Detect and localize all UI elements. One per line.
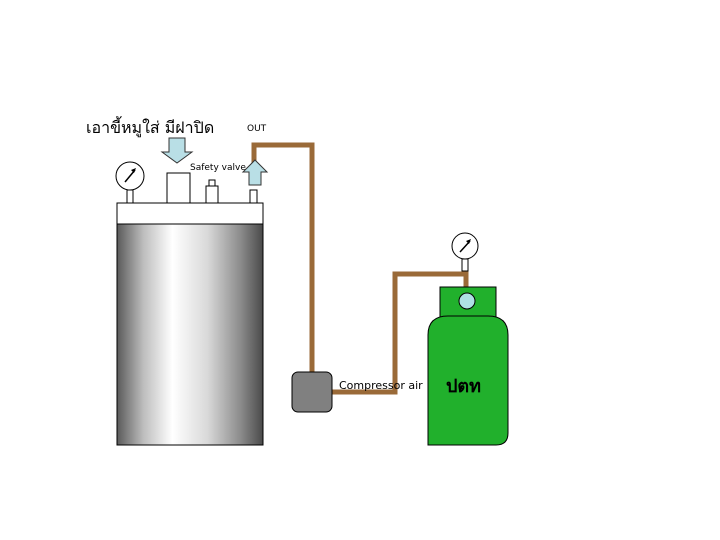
safety-valve-label: Safety valve: [190, 163, 246, 173]
tank-label: ปตท: [446, 376, 481, 397]
feed-inlet: [166, 172, 191, 204]
digester-lid: [116, 202, 264, 225]
pressure-gauge-icon: [451, 232, 479, 272]
air-pipe: [330, 271, 469, 395]
cylinder-body: [427, 315, 509, 446]
compressor: [291, 371, 333, 413]
arrow-down-icon: [160, 137, 194, 164]
digester-tank: [115, 161, 264, 446]
gas-outlet: [249, 189, 258, 204]
compressor-air-label: Compressor air: [339, 379, 423, 392]
gas-cylinder: [427, 232, 509, 446]
thai-instruction-label: เอาขี้หมูใส่ มีฝาปิด: [86, 116, 214, 138]
digester-body: [116, 222, 264, 446]
arrow-up-icon: [241, 159, 269, 186]
out-label: OUT: [247, 124, 267, 134]
cylinder-valve: [458, 292, 476, 310]
safety-valve: [205, 179, 219, 204]
pressure-gauge-icon: [115, 161, 145, 204]
